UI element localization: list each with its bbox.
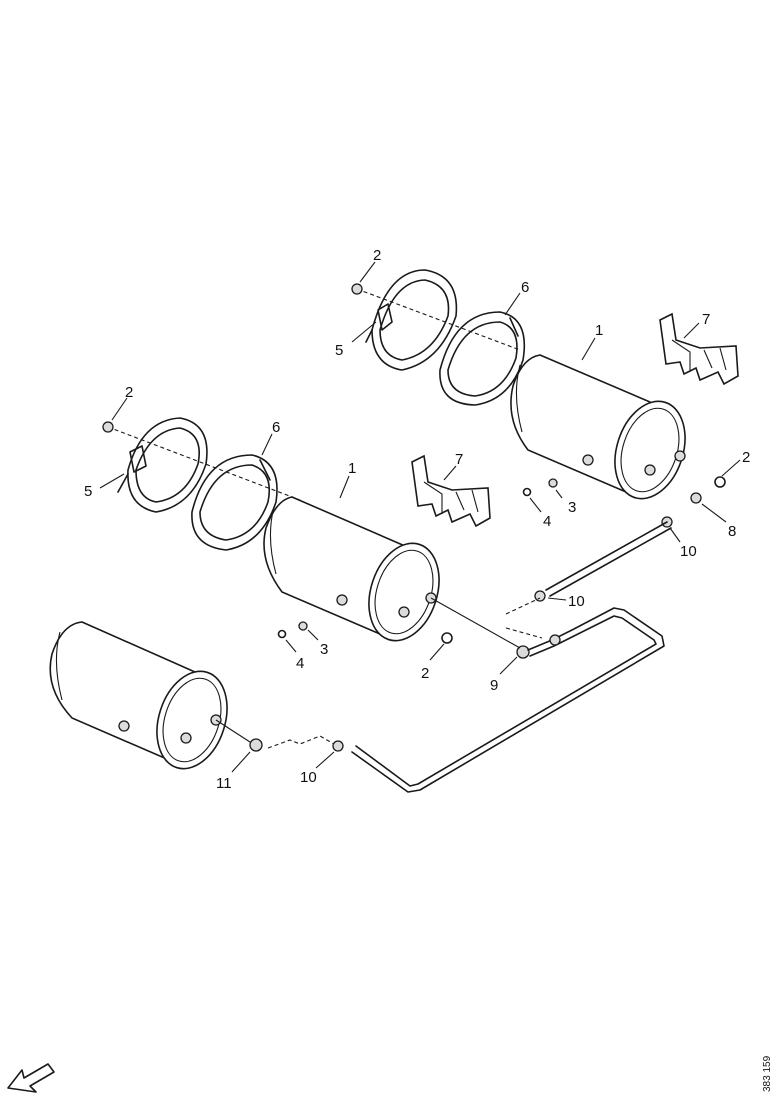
piping <box>267 521 672 793</box>
callout-a-plug: 2 <box>742 449 750 466</box>
assembly-a-air-tank <box>510 354 686 500</box>
callout-b-tee: 9 <box>490 677 498 694</box>
callout-a-washer: 3 <box>568 499 576 516</box>
callout-b-washer: 3 <box>320 641 328 658</box>
assembly-b-nut-icon <box>102 421 114 433</box>
callout-c-valve: 11 <box>216 775 232 792</box>
arrow-icon <box>7 1063 55 1093</box>
assembly-a-bracket <box>659 312 739 386</box>
assembly-c: 11 10 <box>49 621 335 792</box>
callout-c-union: 10 <box>300 769 317 786</box>
callout-b-union: 10 <box>568 593 585 610</box>
callout-a-sleeve: 6 <box>521 279 529 296</box>
assembly-a-washer-icon <box>548 478 558 488</box>
assembly-b-washer-icon <box>298 621 308 631</box>
callout-a-tank: 1 <box>595 322 603 339</box>
callout-b-clamp: 5 <box>84 483 92 500</box>
pipe-union-icon <box>549 634 561 646</box>
assembly-b-tee-icon <box>516 645 530 659</box>
callout-b-plug: 2 <box>421 665 429 682</box>
assembly-b: 1 7 6 2 5 2 3 4 9 10 <box>84 384 585 694</box>
callout-a-valve: 8 <box>728 523 736 540</box>
callout-a-union: 10 <box>680 543 697 560</box>
callout-b-oring: 4 <box>296 655 304 672</box>
assembly-b-clamp-band <box>117 417 208 513</box>
assembly-c-valve-icon <box>249 738 263 752</box>
assembly-a-clamp-band <box>365 269 458 371</box>
assembly-a-valve-icon <box>690 492 702 504</box>
figure-reference-code: 383 159 <box>762 1055 773 1092</box>
assembly-b-union-icon <box>534 590 546 602</box>
callout-b-sleeve: 6 <box>272 419 280 436</box>
assembly-a-oring-icon <box>522 487 532 497</box>
pipe-union-lower-icon <box>332 740 344 752</box>
assembly-a-plug-icon <box>714 476 726 488</box>
callout-b-tank: 1 <box>348 460 356 477</box>
assembly-b-air-tank <box>263 496 440 642</box>
assembly-b-bracket <box>411 454 491 528</box>
callout-a-oring: 4 <box>543 513 551 530</box>
assembly-b-plug-icon <box>441 632 453 644</box>
assembly-c-air-tank <box>49 621 228 770</box>
assembly-a-nut-icon <box>351 283 363 295</box>
assembly-b-axis-line <box>107 426 301 501</box>
callout-a-nut: 2 <box>373 247 381 264</box>
assembly-b-oring-icon <box>277 629 287 639</box>
assembly-b-sleeve <box>191 454 278 551</box>
callout-a-clamp: 5 <box>335 342 343 359</box>
assembly-a: 1 7 6 2 5 2 8 3 4 10 <box>335 247 750 560</box>
callout-b-nut: 2 <box>125 384 133 401</box>
callout-b-bracket: 7 <box>455 451 463 468</box>
callout-a-bracket: 7 <box>702 311 710 328</box>
assembly-a-sleeve <box>439 311 526 406</box>
